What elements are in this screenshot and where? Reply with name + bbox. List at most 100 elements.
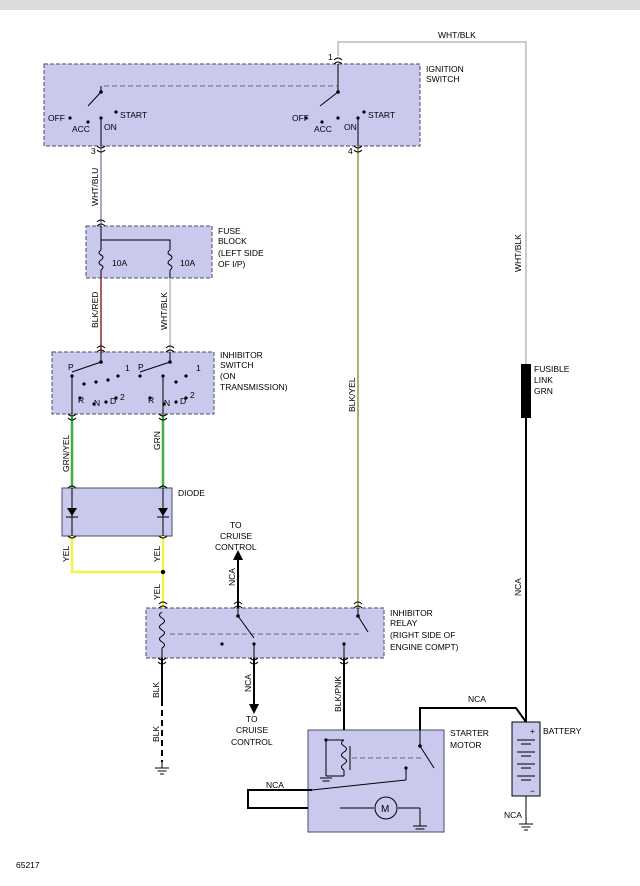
relay-contact-dot [236, 614, 240, 618]
connector-marks [67, 57, 363, 665]
inhibitor-switch-label-2: SWITCH [220, 360, 254, 370]
fusible-link-label-1: FUSIBLE [534, 364, 570, 374]
fusible-link-icon [521, 364, 531, 418]
starter-contact-dot [324, 738, 328, 742]
wire-label-grn: GRN [152, 431, 162, 450]
wire-label-yel-lower: YEL [152, 584, 162, 600]
ign-acc-left: ACC [72, 124, 90, 134]
wire-label-grn-yel: GRN/YEL [61, 434, 71, 472]
fuse-right-rating: 10A [180, 258, 195, 268]
ign-start-left: START [120, 110, 147, 120]
battery-ground-icon [519, 823, 533, 831]
yel-splice [160, 569, 166, 575]
cruise-top-label-1: TO [230, 520, 242, 530]
wire-yel-left [70, 536, 163, 574]
inhibitor-n-left: N [94, 398, 100, 408]
inhibitor-p-right: P [138, 362, 144, 372]
inhibitor-switch-label-3: (ON [220, 371, 236, 381]
starter-motor-label-1: STARTER [450, 728, 489, 738]
diode-left-icon [66, 488, 78, 536]
fuse-block-internals [100, 226, 171, 278]
wire-label-wht-blk-top: WHT/BLK [438, 30, 476, 40]
wire-label-blk-yel: BLK/YEL [347, 377, 357, 412]
inhibitor-2-left: 2 [120, 392, 125, 402]
ignition-switch-internals [87, 64, 359, 146]
inhibitor-d-left: D [110, 396, 116, 406]
fuse-block-label-1: FUSE [218, 226, 241, 236]
wire-label-wht-blk-right: WHT/BLK [513, 234, 523, 272]
wire-label-nca-ground: NCA [504, 810, 522, 820]
ign-on-left: ON [104, 122, 117, 132]
relay-contact-dot [342, 642, 346, 646]
ign-start-right: START [368, 110, 395, 120]
wire-label-yel-left: YEL [61, 546, 71, 562]
inhibitor-1-right: 1 [196, 363, 201, 373]
fuse-left-icon [98, 249, 104, 271]
battery-label: BATTERY [543, 726, 582, 736]
wire-wht-blk-main [337, 41, 527, 364]
inhibitor-r-right: R [148, 395, 154, 405]
inhibitor-r-left: R [78, 395, 84, 405]
diode-right-icon [157, 488, 169, 536]
wire-label-blk-pnk: BLK/PNK [333, 676, 343, 712]
cruise-top-label-2: CRUISE [220, 531, 252, 541]
wire-nca-starter-loop [247, 789, 312, 809]
motor-symbol: M [381, 804, 389, 815]
wire-label-wht-blk-fuse: WHT/BLK [159, 292, 169, 330]
wire-label-nca-battery: NCA [513, 578, 523, 596]
inhibitor-d-right: D [180, 396, 186, 406]
relay-contact-dot [252, 642, 256, 646]
starter-ground-icon [320, 777, 332, 782]
inhibitor-relay-label-3: (RIGHT SIDE OF [390, 630, 456, 640]
relay-coil-icon [159, 611, 165, 649]
diode-box [61, 487, 173, 537]
inhibitor-relay-label-4: ENGINE COMPT) [390, 642, 459, 652]
wire-label-blk-upper: BLK [151, 682, 161, 698]
inhibitor-switch-box [51, 351, 215, 415]
ignition-switch-box [43, 63, 421, 147]
wire-label-nca-starter: NCA [468, 694, 486, 704]
fuse-block-label-3: (LEFT SIDE [218, 248, 264, 258]
starter-motor-ground-icon [413, 825, 427, 830]
ground-icon [155, 762, 169, 775]
wire-label-yel-mid: YEL [152, 546, 162, 562]
motor-icon [374, 796, 398, 820]
arrow-down-icon [249, 704, 259, 714]
wire-label-blk-lower: BLK [151, 726, 161, 742]
wire-label-nca-loop: NCA [266, 780, 284, 790]
starter-contact-dot [418, 744, 422, 748]
battery-plus: + [530, 726, 535, 736]
fusible-link-label-3: GRN [534, 386, 553, 396]
pin-4-label: 4 [348, 146, 353, 156]
relay-contact-dot [356, 614, 360, 618]
wire-label-nca-cruise-down: NCA [243, 674, 253, 692]
ignition-switch-label-2: SWITCH [426, 74, 460, 84]
wire-label-wht-blu: WHT/BLU [90, 168, 100, 206]
cruise-bottom-label-3: CONTROL [231, 737, 273, 747]
pin-1-label: 1 [328, 52, 333, 62]
figure-number: 65217 [16, 860, 40, 870]
relay-contact-dot [220, 642, 224, 646]
wire-label-blk-red: BLK/RED [90, 292, 100, 328]
fuse-block-label-2: BLOCK [218, 236, 247, 246]
pin-3-label: 3 [91, 146, 96, 156]
inhibitor-1-left: 1 [125, 363, 130, 373]
cruise-bottom-label-1: TO [246, 714, 258, 724]
inhibitor-switch-label-1: INHIBITOR [220, 350, 263, 360]
top-border [0, 0, 640, 10]
cruise-bottom-label-2: CRUISE [236, 725, 268, 735]
inhibitor-p-left: P [68, 362, 74, 372]
starter-contact-dot [404, 766, 408, 770]
ignition-contacts [68, 90, 366, 124]
ign-off-right: OFF [292, 113, 309, 123]
battery-cells [517, 739, 535, 781]
fuse-left-rating: 10A [112, 258, 127, 268]
fuse-block-label-4: OF I/P) [218, 259, 246, 269]
wire-label-nca-cruise-up: NCA [227, 568, 237, 586]
arrow-up-icon [233, 550, 243, 560]
diode-label: DIODE [178, 488, 205, 498]
battery-minus: − [530, 786, 535, 796]
fuse-block-box [85, 225, 213, 279]
fusible-link-label-2: LINK [534, 375, 553, 385]
inhibitor-relay-label-2: RELAY [390, 618, 418, 628]
